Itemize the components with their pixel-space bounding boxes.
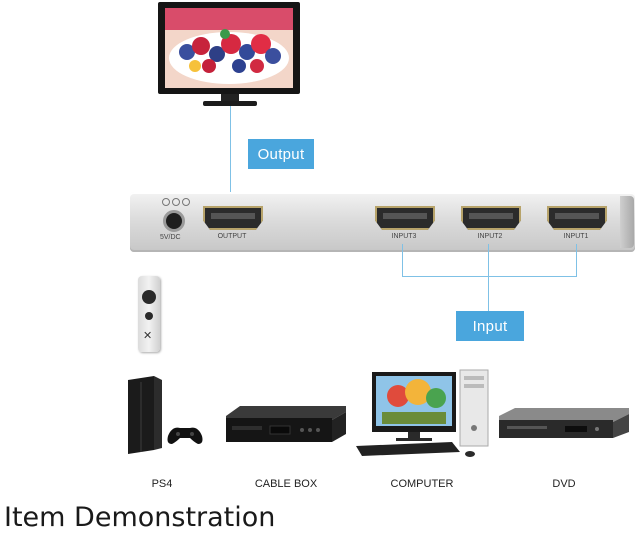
port-label-input3: INPUT3 xyxy=(391,233,417,240)
dvd-player-icon xyxy=(499,408,629,445)
hdmi-switch-side xyxy=(620,196,634,248)
hdmi-port-output xyxy=(203,206,263,230)
dc-label: 5V/DC xyxy=(160,234,181,241)
dc-power-jack xyxy=(163,210,185,232)
ps4-icon xyxy=(124,376,206,459)
hdmi-port-input2 xyxy=(461,206,521,230)
input-connector-line xyxy=(576,244,577,276)
cable-box-icon xyxy=(226,406,346,449)
input-callout: Input xyxy=(456,311,524,341)
led-indicator xyxy=(162,198,170,206)
port-label-input1: INPUT1 xyxy=(563,233,589,240)
hdmi-port-input3 xyxy=(375,206,435,230)
device-label-cable-box: CABLE BOX xyxy=(254,478,318,490)
led-indicator xyxy=(172,198,180,206)
computer-icon xyxy=(356,368,494,465)
port-label-input2: INPUT2 xyxy=(477,233,503,240)
device-label-dvd: DVD xyxy=(552,478,576,490)
output-connector-line xyxy=(230,106,231,194)
led-indicator xyxy=(182,198,190,206)
port-label-output: OUTPUT xyxy=(217,233,247,240)
input-connector-line xyxy=(488,244,489,312)
input-connector-line xyxy=(402,244,403,276)
device-label-computer: COMPUTER xyxy=(390,478,454,490)
caption-title: Item Demonstration xyxy=(4,502,276,533)
device-label-ps4: PS4 xyxy=(151,478,173,490)
input-connector-bar xyxy=(402,276,577,277)
hdmi-port-input1 xyxy=(547,206,607,230)
output-callout: Output xyxy=(248,139,314,169)
